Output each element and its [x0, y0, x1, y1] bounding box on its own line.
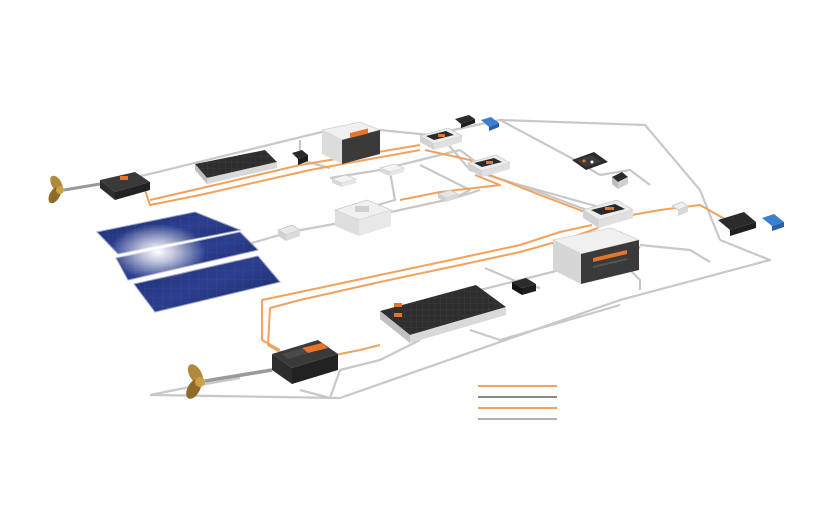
- junction-box-icon: [378, 163, 406, 176]
- charger-icon: [320, 121, 382, 164]
- charger-icon: [551, 227, 641, 284]
- connector-icon: [512, 278, 536, 295]
- solar-controller-icon: [277, 224, 301, 241]
- propeller-icon: [186, 364, 273, 399]
- distribution-box-icon: [333, 199, 393, 236]
- throttle-icon: [671, 201, 689, 216]
- display-icon: [572, 152, 608, 170]
- motor-icon: [100, 172, 150, 200]
- connector-icon: [436, 189, 460, 202]
- hub-icon: [418, 127, 464, 150]
- propeller-icon: [48, 175, 101, 204]
- battery-icon: [195, 150, 277, 184]
- legend: [478, 385, 557, 420]
- connector-icon: [292, 150, 308, 165]
- remote-control-icon: [718, 212, 784, 236]
- motor-icon: [272, 340, 338, 384]
- throttle-icon: [612, 172, 628, 189]
- hub-icon: [582, 199, 634, 228]
- remote-control-icon: [455, 115, 499, 131]
- hub-icon: [466, 154, 512, 177]
- solar-panel-icon: [96, 211, 281, 313]
- junction-box-icon: [330, 174, 358, 187]
- battery-icon: [380, 285, 506, 343]
